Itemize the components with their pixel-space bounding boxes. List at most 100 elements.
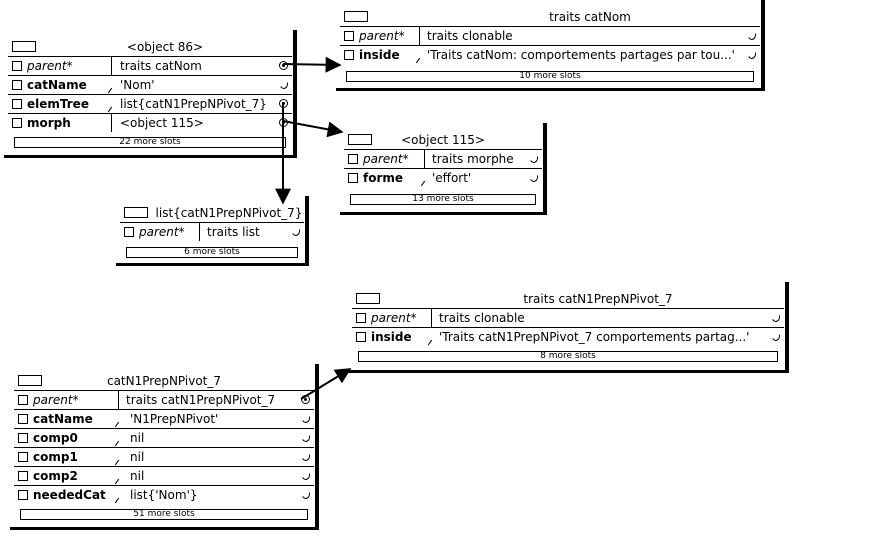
outliner-header[interactable]: <object 115> <box>344 131 542 149</box>
drag-handle[interactable] <box>344 11 368 22</box>
outliner-header[interactable]: catN1PrepNPivot_7 <box>14 372 314 390</box>
slot-value[interactable]: 'Nom' <box>120 78 155 92</box>
outliner-list-pivot[interactable]: list{catN1PrepNPivot_7} parent* traits l… <box>116 196 309 266</box>
slot-parent[interactable]: parent* traits morphe <box>344 149 542 168</box>
slot-checkbox[interactable] <box>348 154 358 164</box>
outliner-header[interactable]: <object 86> <box>8 38 292 56</box>
more-slots-button[interactable]: 10 more slots <box>346 71 754 82</box>
slot-checkbox[interactable] <box>344 31 354 41</box>
slot-parent[interactable]: parent* traits clonable <box>352 308 784 327</box>
slot-checkbox[interactable] <box>12 118 22 128</box>
slot-inside[interactable]: inside 'Traits catNom: comportements par… <box>340 45 760 64</box>
outliner-shadow <box>761 0 765 91</box>
outliner-title: <object 115> <box>401 133 485 147</box>
reference-icon[interactable] <box>279 61 288 70</box>
slot-value[interactable]: list{catN1PrepNPivot_7} <box>120 97 267 111</box>
slot-checkbox[interactable] <box>18 414 28 424</box>
slot-checkbox[interactable] <box>356 313 366 323</box>
slot-checkbox[interactable] <box>12 80 22 90</box>
slot-value[interactable]: 'effort' <box>432 171 472 185</box>
slot-value[interactable]: nil <box>130 469 145 483</box>
slot-name: inside <box>359 48 400 62</box>
slot-checkbox[interactable] <box>18 433 28 443</box>
slot-value[interactable]: list{'Nom'} <box>130 488 198 502</box>
slot-value[interactable]: traits clonable <box>427 29 513 43</box>
slot-value[interactable]: traits catN1PrepNPivot_7 <box>126 393 276 407</box>
drag-handle[interactable] <box>124 207 148 218</box>
slot-morph[interactable]: morph <object 115> <box>8 113 292 132</box>
drag-handle[interactable] <box>12 41 36 52</box>
slot-name: comp1 <box>33 450 78 464</box>
slot-catname[interactable]: catName 'Nom' <box>8 75 292 94</box>
slot-value[interactable]: 'Traits catNom: comportements partages p… <box>427 48 735 62</box>
slot-name: catName <box>33 412 93 426</box>
outliner-title: traits catNom <box>549 10 631 24</box>
slot-divider <box>431 308 432 327</box>
slot-checkbox[interactable] <box>12 61 22 71</box>
outliner-shadow <box>336 88 765 91</box>
more-slots-button[interactable]: 13 more slots <box>350 194 536 205</box>
slot-checkbox[interactable] <box>356 332 366 342</box>
slot-checkbox[interactable] <box>18 395 28 405</box>
more-slots-button[interactable]: 22 more slots <box>14 137 286 148</box>
slot-parent[interactable]: parent* traits catNom <box>8 56 292 75</box>
slot-forme[interactable]: forme 'effort' <box>344 168 542 187</box>
slot-checkbox[interactable] <box>12 99 22 109</box>
slot-value[interactable]: traits morphe <box>432 152 514 166</box>
slot-value[interactable]: traits list <box>207 225 260 239</box>
outliner-shadow <box>340 212 547 215</box>
outliner-shadow <box>10 527 319 530</box>
more-slots-button[interactable]: 6 more slots <box>126 247 298 258</box>
drag-handle[interactable] <box>356 293 380 304</box>
slot-name: parent* <box>363 152 409 166</box>
outliner-shadow <box>543 123 547 215</box>
slot-name: comp0 <box>33 431 78 445</box>
outliner-object-86[interactable]: <object 86> parent* traits catNom catNam… <box>4 30 297 158</box>
arrow-parent-to-traits-catnom <box>282 56 342 73</box>
slot-checkbox[interactable] <box>124 227 134 237</box>
outliner-shadow <box>785 282 789 373</box>
slot-value[interactable]: nil <box>130 431 145 445</box>
slot-catname[interactable]: catName 'N1PrepNPivot' <box>14 409 314 428</box>
slot-value[interactable]: traits clonable <box>439 311 525 325</box>
slot-checkbox[interactable] <box>18 452 28 462</box>
slot-parent[interactable]: parent* traits clonable <box>340 26 760 45</box>
arrow-parent-to-traits-pivot <box>300 368 352 400</box>
outliner-title: <object 86> <box>126 40 204 54</box>
slot-checkbox[interactable] <box>348 173 358 183</box>
slot-value[interactable]: 'Traits catN1PrepNPivot_7 comportements … <box>439 330 750 344</box>
outliner-traits-catnom[interactable]: traits catNom parent* traits clonable in… <box>336 0 765 91</box>
slot-checkbox[interactable] <box>18 490 28 500</box>
outliner-shadow <box>4 155 297 158</box>
slot-name: catName <box>27 78 87 92</box>
slot-value[interactable]: traits catNom <box>120 59 202 73</box>
slot-value[interactable]: nil <box>130 450 145 464</box>
more-slots-button[interactable]: 8 more slots <box>358 351 778 362</box>
slot-divider <box>111 56 112 75</box>
slot-parent[interactable]: parent* traits catN1PrepNPivot_7 <box>14 390 314 409</box>
outliner-traits-pivot[interactable]: traits catN1PrepNPivot_7 parent* traits … <box>348 282 789 373</box>
outliner-header[interactable]: traits catN1PrepNPivot_7 <box>352 290 784 308</box>
slot-name: comp2 <box>33 469 78 483</box>
slot-neededcat[interactable]: neededCat list{'Nom'} <box>14 485 314 504</box>
slot-value[interactable]: 'N1PrepNPivot' <box>130 412 219 426</box>
slot-parent[interactable]: parent* traits list <box>120 222 304 241</box>
slot-comp1[interactable]: comp1 nil <box>14 447 314 466</box>
more-slots-button[interactable]: 51 more slots <box>20 509 308 520</box>
slot-comp2[interactable]: comp2 nil <box>14 466 314 485</box>
slot-checkbox[interactable] <box>18 471 28 481</box>
outliner-shadow <box>315 364 319 530</box>
outliner-pivot[interactable]: catN1PrepNPivot_7 parent* traits catN1Pr… <box>10 364 319 530</box>
slot-inside[interactable]: inside 'Traits catN1PrepNPivot_7 comport… <box>352 327 784 346</box>
slot-name: morph <box>27 116 71 130</box>
slot-comp0[interactable]: comp0 nil <box>14 428 314 447</box>
slot-checkbox[interactable] <box>344 50 354 60</box>
drag-handle[interactable] <box>18 375 42 386</box>
slot-value[interactable]: <object 115> <box>120 116 204 130</box>
outliner-header[interactable]: list{catN1PrepNPivot_7} <box>120 204 304 222</box>
outliner-header[interactable]: traits catNom <box>340 8 760 26</box>
outliner-object-115[interactable]: <object 115> parent* traits morphe forme… <box>340 123 547 215</box>
slot-elemtree[interactable]: elemTree list{catN1PrepNPivot_7} <box>8 94 292 113</box>
drag-handle[interactable] <box>348 134 372 145</box>
